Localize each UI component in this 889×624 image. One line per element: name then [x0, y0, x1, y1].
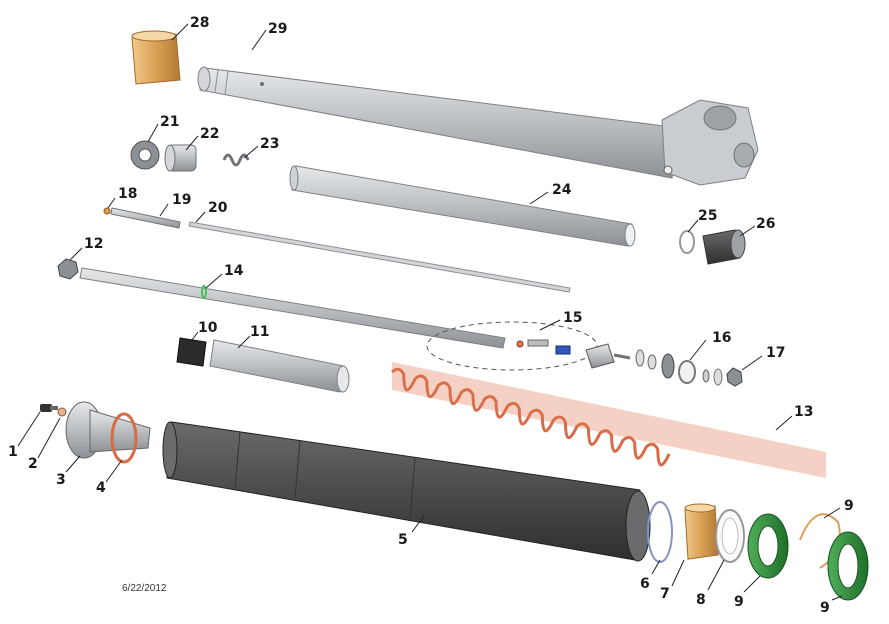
- callout-24: 23: [243, 136, 279, 159]
- callout-11: 10: [191, 320, 218, 341]
- part-21-rod: [188, 221, 571, 293]
- part-20-shaft: [110, 207, 181, 229]
- callout-label: 5: [398, 532, 408, 548]
- part-22-lock-ring: [130, 140, 160, 170]
- callout-label: 16: [712, 330, 731, 346]
- date-stamp: 6/22/2012: [122, 583, 167, 594]
- callout-4: 4: [96, 459, 123, 496]
- callout-1: 1: [8, 411, 41, 460]
- part-13-main-spring: [391, 362, 826, 478]
- callout-18: 17: [741, 345, 785, 371]
- part-27-top-cap: [702, 229, 746, 265]
- callout-3: 3: [56, 455, 81, 488]
- callout-7: 7: [660, 559, 685, 602]
- part-6-clip: [647, 501, 673, 563]
- part-9-seal-2: [827, 531, 869, 601]
- part-2-washer: [57, 407, 67, 417]
- part-26-o-ring: [679, 230, 695, 254]
- callout-label: 17: [766, 345, 785, 361]
- callout-label: 7: [660, 586, 670, 602]
- callout-label: 12: [84, 236, 103, 252]
- part-23-nut: [164, 144, 197, 172]
- part-4-o-ring: [110, 412, 138, 464]
- callout-10: 9: [823, 498, 854, 519]
- callout-label: 1: [8, 444, 18, 460]
- callout-label: 2: [28, 456, 38, 472]
- part-9-seal: [747, 513, 789, 579]
- part-7-bushing: [684, 503, 719, 560]
- callouts: 28 29 21 22 23 24 18 19 20 25 26 12 14 1…: [8, 15, 854, 616]
- callout-label: 23: [260, 136, 279, 152]
- callout-9b: 9: [820, 595, 843, 616]
- part-16-cartridge-group: [426, 321, 631, 371]
- callout-21: 20: [195, 200, 228, 223]
- part-17-shim-stack: [635, 349, 723, 386]
- callout-label: 28: [190, 15, 209, 31]
- callout-8: 8: [696, 559, 725, 608]
- callout-15: 14: [205, 263, 244, 289]
- callout-20: 19: [159, 192, 191, 217]
- callout-label: 22: [200, 126, 219, 142]
- callout-label: 3: [56, 472, 66, 488]
- part-15-damper-rod: [79, 267, 506, 349]
- part-11-grip: [176, 337, 207, 367]
- part-14-nut: [57, 258, 79, 280]
- callout-label: 18: [118, 186, 137, 202]
- callout-label: 29: [268, 21, 287, 37]
- callout-13: 13: [775, 404, 813, 431]
- callout-25: 24: [529, 182, 572, 205]
- callout-17: 16: [689, 330, 731, 361]
- callout-label: 9: [844, 498, 854, 514]
- callout-16: 15: [539, 310, 582, 331]
- part-8-washer: [715, 509, 745, 563]
- part-3-foot-nut: [65, 401, 151, 459]
- callout-14: 12: [69, 236, 103, 261]
- callout-9a: 9: [734, 575, 761, 610]
- callout-label: 4: [96, 480, 106, 496]
- callout-label: 19: [172, 192, 191, 208]
- callout-label: 9: [820, 600, 830, 616]
- part-1-bolt: [40, 404, 58, 412]
- callout-28: 28: [171, 15, 209, 41]
- callout-label: 10: [198, 320, 218, 336]
- part-29-upper-tube: [197, 66, 759, 186]
- callout-label: 24: [552, 182, 572, 198]
- callout-label: 25: [698, 208, 717, 224]
- callout-29: 29: [251, 21, 287, 51]
- callout-6: 6: [640, 559, 661, 592]
- callout-label: 14: [224, 263, 244, 279]
- callout-26: 25: [687, 208, 717, 233]
- callout-label: 11: [250, 324, 269, 340]
- callout-23: 22: [185, 126, 219, 151]
- callout-2: 2: [28, 417, 61, 472]
- callout-label: 8: [696, 592, 706, 608]
- part-28-bushing: [131, 30, 181, 85]
- callout-label: 26: [756, 216, 775, 232]
- callout-12: 11: [237, 324, 269, 349]
- callout-19: 18: [107, 186, 137, 209]
- callout-label: 6: [640, 576, 650, 592]
- callout-label: 15: [563, 310, 582, 326]
- part-18-nut: [726, 367, 743, 387]
- callout-label: 21: [160, 114, 179, 130]
- part-24-small-spring: [222, 153, 250, 167]
- part-25-damper-tube: [289, 165, 636, 247]
- callout-label: 13: [794, 404, 813, 420]
- part-5-lower-leg: [162, 421, 651, 562]
- callout-label: 9: [734, 594, 744, 610]
- callout-label: 20: [208, 200, 228, 216]
- callout-27: 26: [739, 216, 775, 237]
- part-12-cylinder: [209, 339, 350, 393]
- callout-22: 21: [147, 114, 179, 143]
- callout-5: 5: [398, 515, 425, 548]
- part-19-ball: [103, 207, 111, 215]
